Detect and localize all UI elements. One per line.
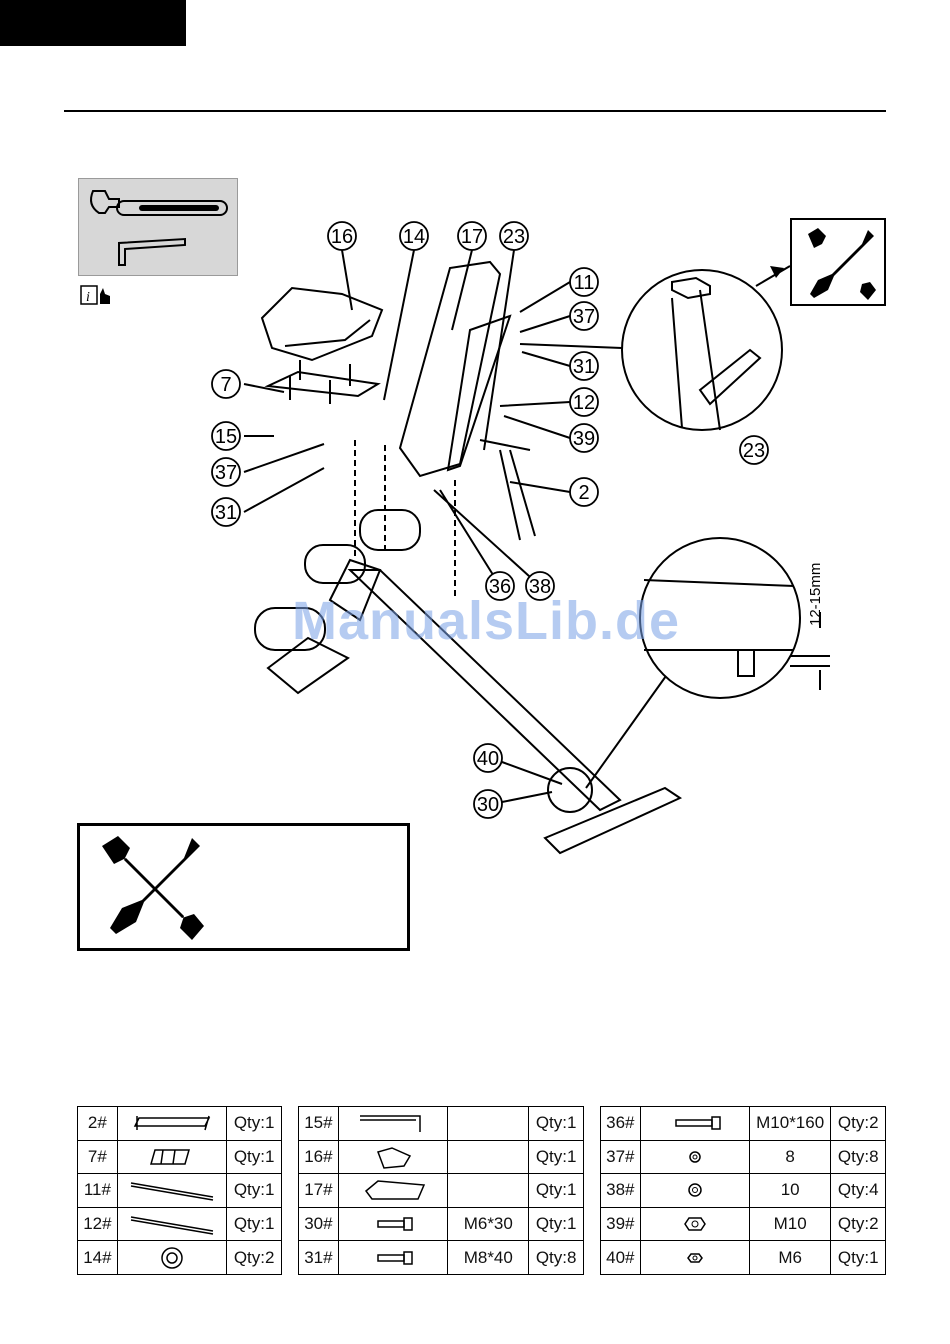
seat-frame-icon	[127, 1144, 217, 1170]
bolt-icon	[348, 1211, 438, 1237]
wrench-screwdriver-icon	[792, 220, 884, 304]
seat-pad-icon	[348, 1144, 438, 1170]
callout-15: 15	[215, 426, 237, 448]
parts-table-3: 36# M10*160 Qty:2 37# 8 Qty:8 38# 10 Qty…	[600, 1106, 886, 1275]
table-row: 40# M6 Qty:1	[601, 1241, 886, 1275]
table-row: 36# M10*160 Qty:2	[601, 1107, 886, 1141]
table-row: 12# Qty:1	[78, 1207, 282, 1241]
table-row: 31# M8*40 Qty:8	[299, 1241, 584, 1275]
table-row: 38# 10 Qty:4	[601, 1174, 886, 1208]
table-row: 15# Qty:1	[299, 1107, 584, 1141]
bolt-icon	[348, 1245, 438, 1271]
assembly-diagram: 16 14 17 23 11 37 31 12 39 2 7 15 37 31 …	[180, 210, 900, 870]
header-black-tab	[0, 0, 186, 46]
callout-37-left: 37	[215, 462, 237, 484]
pin-icon	[348, 1110, 438, 1136]
long-rod-icon	[127, 1211, 217, 1237]
table-row: 37# 8 Qty:8	[601, 1140, 886, 1174]
nut-icon	[650, 1211, 740, 1237]
callout-31-left: 31	[215, 502, 237, 524]
bushing-icon	[127, 1245, 217, 1271]
callout-39: 39	[573, 428, 595, 450]
table-row: 39# M10 Qty:2	[601, 1207, 886, 1241]
table-row: 17# Qty:1	[299, 1174, 584, 1208]
washer-icon	[650, 1144, 740, 1170]
dimension-label: 12-15mm	[807, 563, 824, 626]
table-row: 16# Qty:1	[299, 1140, 584, 1174]
callout-30: 30	[477, 794, 499, 816]
wrench-screwdriver-large-icon	[80, 826, 210, 948]
tools-required-small	[790, 218, 886, 306]
long-bolt-icon	[650, 1110, 740, 1136]
header-rule	[64, 110, 886, 112]
parts-table-1: 2# Qty:1 7# Qty:1 11# Qty:1 12# Qty:1 14…	[77, 1106, 282, 1275]
callout-37: 37	[573, 306, 595, 328]
callout-2: 2	[578, 482, 589, 504]
svg-text:i: i	[86, 290, 90, 305]
tools-required-large	[77, 823, 410, 951]
watermark: ManualsLib.de	[292, 590, 680, 652]
washer-icon	[650, 1177, 740, 1203]
info-manual-icon: i	[80, 284, 114, 306]
table-row: 11# Qty:1	[78, 1174, 282, 1208]
callout-16: 16	[331, 226, 353, 248]
back-pad-icon	[348, 1177, 438, 1203]
callout-14: 14	[403, 226, 425, 248]
parts-table-2: 15# Qty:1 16# Qty:1 17# Qty:1 30# M6*30 …	[298, 1106, 584, 1275]
table-row: 14# Qty:2	[78, 1241, 282, 1275]
callout-7: 7	[220, 374, 231, 396]
callout-31: 31	[573, 356, 595, 378]
table-row: 30# M6*30 Qty:1	[299, 1207, 584, 1241]
long-rod-icon	[127, 1177, 217, 1203]
callout-23: 23	[503, 226, 525, 248]
nut-icon	[650, 1245, 740, 1271]
callout-23-detail: 23	[743, 440, 765, 462]
callout-12: 12	[573, 392, 595, 414]
base-tube-icon	[127, 1110, 217, 1136]
callout-11: 11	[574, 272, 595, 294]
callout-17: 17	[461, 226, 483, 248]
table-row: 2# Qty:1	[78, 1107, 282, 1141]
callout-40: 40	[477, 748, 499, 770]
table-row: 7# Qty:1	[78, 1140, 282, 1174]
